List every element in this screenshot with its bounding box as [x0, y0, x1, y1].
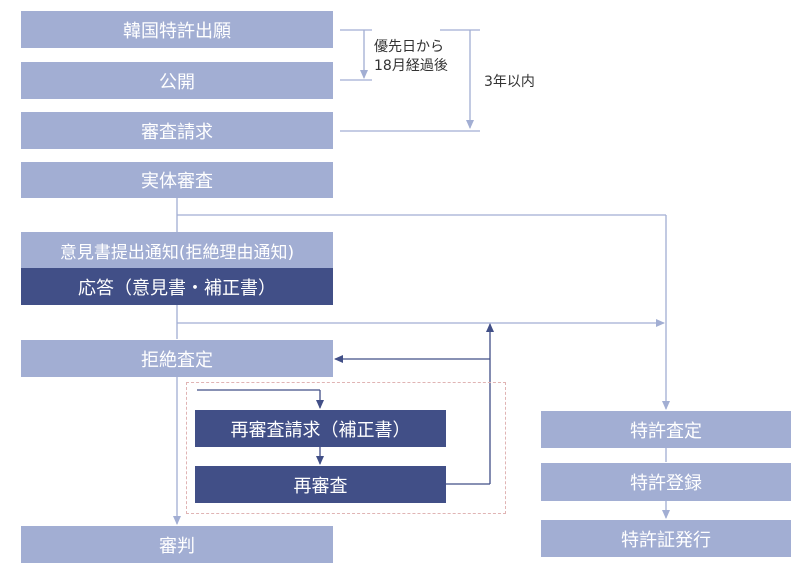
reexam-dashed-frame	[186, 382, 506, 514]
priority-18-month-bracket	[340, 29, 372, 81]
rejection-decision-box: 拒絶査定	[21, 340, 333, 377]
substantive-exam-box: 実体審査	[21, 162, 333, 198]
three-years-note: 3年以内	[484, 74, 535, 90]
three-year-bracket	[340, 29, 480, 132]
patent-certificate-box: 特許証発行	[541, 520, 791, 557]
publication-box: 公開	[21, 62, 333, 99]
allowance-path-lines	[177, 214, 670, 519]
priority-note-line1: 優先日から	[374, 39, 444, 55]
patent-registration-box: 特許登録	[541, 463, 791, 501]
exam-request-box: 審査請求	[21, 112, 333, 149]
patent-allowance-box: 特許査定	[541, 411, 791, 448]
reexam-loop-lines	[197, 323, 494, 485]
trial-box: 審判	[21, 526, 333, 563]
response-box: 応答（意見書・補正書）	[21, 268, 333, 305]
reexam-request-box: 再審査請求（補正書）	[195, 410, 446, 447]
korea-patent-application-box: 韓国特許出願	[21, 11, 333, 48]
office-action-box: 意見書提出通知(拒絶理由通知)	[21, 232, 333, 268]
reexam-box: 再審査	[195, 466, 446, 503]
priority-note-line2: 18月経過後	[374, 58, 448, 74]
